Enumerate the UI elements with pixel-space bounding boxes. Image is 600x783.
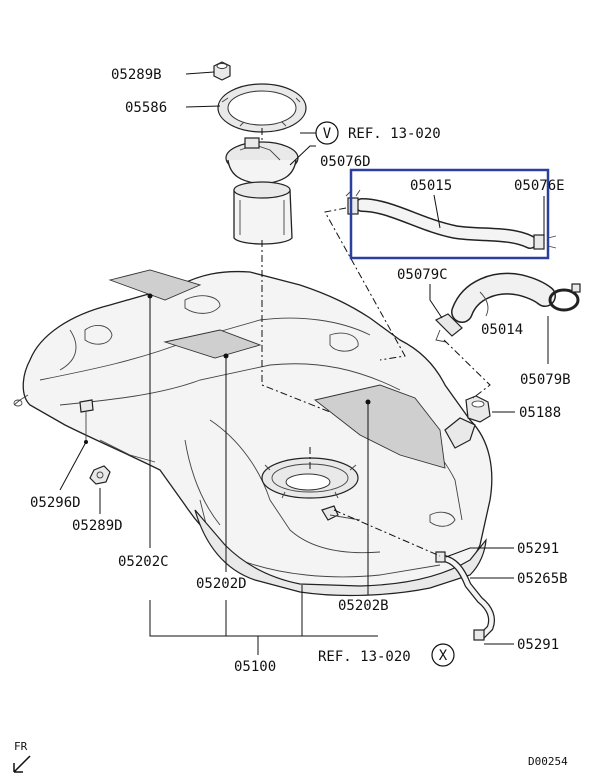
label-05291-bottom: 05291 [517,637,559,653]
label-05188: 05188 [519,405,561,421]
label-05289d: 05289D [72,518,123,534]
fuel-pump-module [225,137,299,245]
label-ref-x: REF. 13-020 [318,649,411,665]
tank-nut-05289d [89,465,111,485]
hose-highlight-box [349,168,550,260]
circle-v-letter: V [323,126,332,142]
assembly-lines [261,128,491,557]
pad-05202d [163,329,262,359]
clip-05291-bottom [473,629,485,641]
front-arrow: FR [13,740,31,773]
label-05202c: 05202C [118,554,169,570]
clamp-05076e [533,234,557,250]
pad-05202b [313,384,446,469]
label-ref-v: REF. 13-020 [348,126,441,142]
diagram-id: D00254 [528,755,568,768]
clamp-05076d [345,189,361,215]
tank-bolt-05296d [79,399,94,440]
leader-lines [59,71,549,655]
tube-05265b [438,554,496,640]
clamp-05079b [548,283,581,312]
label-05202d: 05202D [196,576,247,592]
clip-05291-top [435,551,446,563]
label-05289b: 05289B [111,67,162,83]
label-05265b: 05265B [517,571,568,587]
pad-05202c [108,269,202,301]
gasket-05586 [217,83,307,133]
label-05079b: 05079B [520,372,571,388]
label-05100: 05100 [234,659,276,675]
label-05586: 05586 [125,100,167,116]
label-05291-top: 05291 [517,541,559,557]
clamp-05079c [434,313,463,343]
hose-05014 [451,272,556,323]
hose-05015 [355,198,537,249]
nut-05289b [213,61,231,81]
reference-v: V [315,121,339,145]
leader-dots [84,293,371,444]
label-05015: 05015 [410,178,452,194]
label-05076e: 05076E [514,178,565,194]
reference-x: X [431,643,455,667]
circle-x-letter: X [439,648,448,664]
label-05079c: 05079C [397,267,448,283]
label-05296d: 05296D [30,495,81,511]
front-arrow-icon [13,755,31,773]
front-arrow-label: FR [14,740,28,753]
label-05014: 05014 [481,322,523,338]
grommet-05188 [465,395,491,423]
label-05076d: 05076D [320,154,371,170]
fuel-tank [13,269,493,597]
label-05202b: 05202B [338,598,389,614]
